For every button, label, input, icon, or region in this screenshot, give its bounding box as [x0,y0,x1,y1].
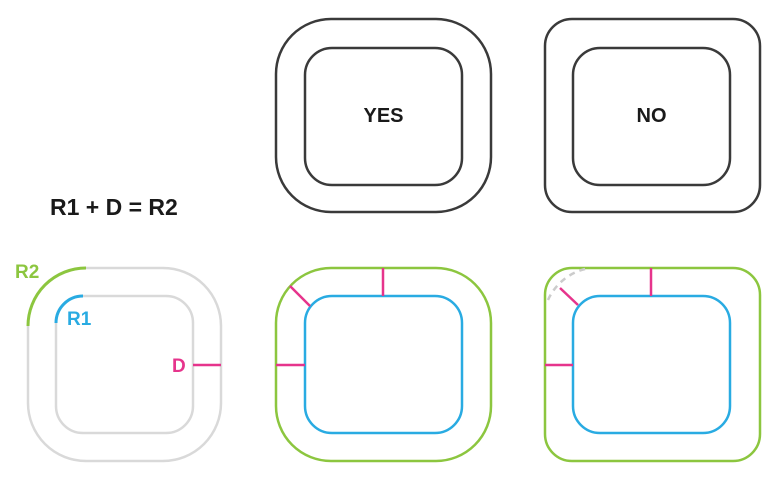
legend-example: R2 R1 D [15,262,223,463]
yes-construction [274,266,493,463]
formula-text: R1 + D = R2 [50,194,178,220]
yes-example: YES [274,17,493,214]
inner-radius-label: R1 [67,309,92,330]
outer-radius-label: R2 [15,262,39,283]
outer-radius-arc [26,266,87,327]
no-construction-inner-rect [571,294,732,435]
distance-label: D [172,356,186,377]
no-inner-rounded-rect [571,46,732,187]
no-outer-rounded-rect [543,17,762,214]
no-corner-distance-marker [559,287,579,306]
yes-construction-inner-rect [303,294,464,435]
yes-outer-rounded-rect [274,17,493,214]
yes-corner-distance-marker [289,285,311,307]
yes-inner-rounded-rect [303,46,464,187]
yes-label: YES [363,105,403,127]
no-example: NO [543,17,762,214]
no-label: NO [637,105,667,127]
inner-radius-arc [54,294,84,324]
no-construction [543,266,762,463]
ideal-outer-arc-dashed [546,266,591,301]
